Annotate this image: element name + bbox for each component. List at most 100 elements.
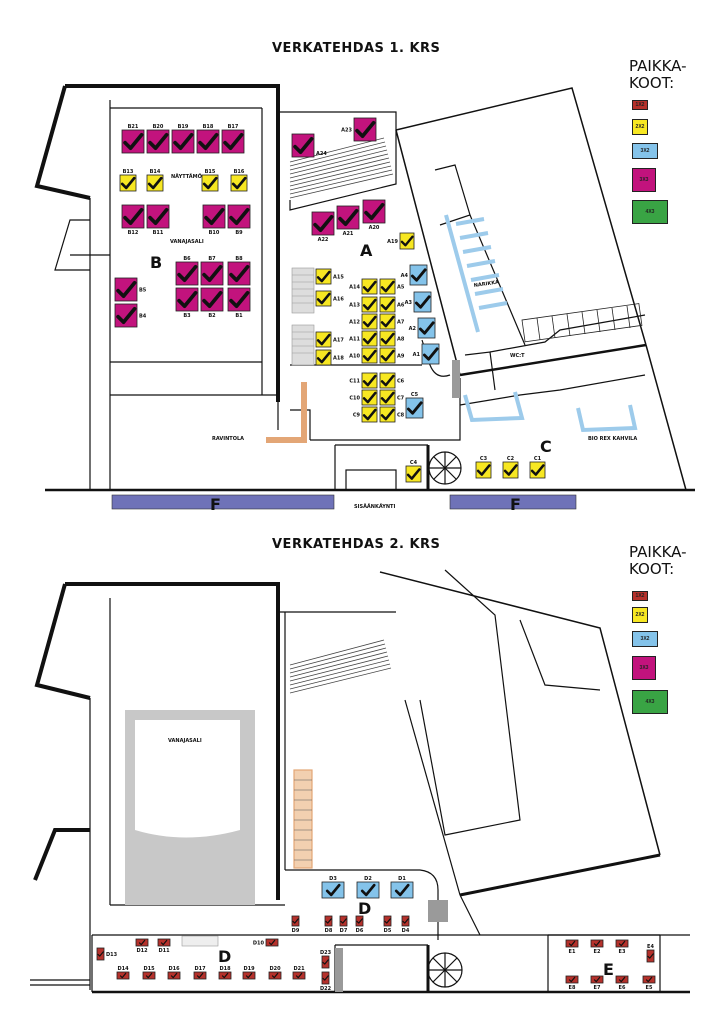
f1-stand-c6[interactable]: C6 xyxy=(379,372,405,389)
f1-stand-b12[interactable]: B12 xyxy=(121,204,145,236)
f1-stand-b11[interactable]: B11 xyxy=(146,204,170,236)
f1-stand-a17[interactable]: A17 xyxy=(315,331,344,348)
f1-stand-a22[interactable]: A22 xyxy=(311,211,335,243)
f2-stand-d9[interactable]: D9 xyxy=(291,915,300,934)
f1-stand-b14[interactable]: B14 xyxy=(146,169,164,192)
f2-stand-d19[interactable]: D19 xyxy=(242,966,256,980)
f1-stand-a15[interactable]: A15 xyxy=(315,268,344,285)
f1-stand-a16[interactable]: A16 xyxy=(315,290,344,307)
f1-stand-a8[interactable]: A8 xyxy=(379,330,405,347)
f1-stand-a6[interactable]: A6 xyxy=(379,296,405,313)
stand-box xyxy=(390,881,414,899)
f1-stand-a21[interactable]: A21 xyxy=(336,205,360,237)
f1-stand-a7[interactable]: A7 xyxy=(379,313,405,330)
f1-stand-c4[interactable]: C4 xyxy=(405,460,422,483)
f2-stand-e8[interactable]: E8 xyxy=(565,975,579,991)
f1-stand-b3[interactable]: B3 xyxy=(175,287,199,319)
f1-stand-b7[interactable]: B7 xyxy=(200,256,224,286)
f1-stand-b1[interactable]: B1 xyxy=(227,287,251,319)
room-vanajasali-2: VANAJASALI xyxy=(168,738,202,744)
f2-stand-d3[interactable]: D3 xyxy=(321,876,345,899)
f2-stand-e5[interactable]: E5 xyxy=(642,975,656,991)
f2-stand-d12[interactable]: D12 xyxy=(135,938,149,954)
f1-stand-a13[interactable]: A13 xyxy=(349,296,378,313)
f2-stand-e4[interactable]: E4 xyxy=(646,944,654,963)
f2-stand-d1[interactable]: D1 xyxy=(390,876,414,899)
f1-stand-b10[interactable]: B10 xyxy=(202,204,226,236)
stand-label: D3 xyxy=(329,876,337,882)
f1-stand-a23[interactable]: A23 xyxy=(341,117,377,142)
f2-stand-d16[interactable]: D16 xyxy=(167,966,181,980)
f2-stand-d7[interactable]: D7 xyxy=(339,915,348,934)
f1-stand-b8[interactable]: B8 xyxy=(227,256,251,286)
f2-stand-e6[interactable]: E6 xyxy=(615,975,629,991)
legend1-4x3: 4X3 xyxy=(632,200,668,224)
f2-stand-d2[interactable]: D2 xyxy=(356,876,380,899)
f1-stand-b4[interactable]: B4 xyxy=(114,303,147,328)
f1-stand-a20[interactable]: A20 xyxy=(362,199,386,231)
f2-stand-d4[interactable]: D4 xyxy=(401,915,410,934)
f1-stand-c11[interactable]: C11 xyxy=(349,372,378,389)
f1-stand-c3[interactable]: C3 xyxy=(475,456,492,479)
f2-stand-d10[interactable]: D10 xyxy=(253,938,279,947)
f1-stand-a14[interactable]: A14 xyxy=(349,278,378,295)
f1-stand-c8[interactable]: C8 xyxy=(379,406,405,423)
f1-stand-a2[interactable]: A2 xyxy=(409,317,436,339)
f2-stand-d17[interactable]: D17 xyxy=(193,966,207,980)
f1-stand-c9[interactable]: C9 xyxy=(353,406,378,423)
gray-wall-2 xyxy=(335,948,343,992)
f1-stand-b21[interactable]: B21 xyxy=(121,124,145,154)
f2-stand-d20[interactable]: D20 xyxy=(268,966,282,980)
f2-stand-e1[interactable]: E1 xyxy=(565,939,579,955)
f2-stand-d13[interactable]: D13 xyxy=(96,947,118,961)
f2-stand-e7[interactable]: E7 xyxy=(590,975,604,991)
f1-stand-a11[interactable]: A11 xyxy=(349,330,378,347)
f1-stand-c1[interactable]: C1 xyxy=(529,456,546,479)
stand-box xyxy=(167,971,181,980)
stand-box xyxy=(321,971,330,985)
f1-stand-c2[interactable]: C2 xyxy=(502,456,519,479)
f1-stand-b6[interactable]: B6 xyxy=(175,256,199,286)
f1-stand-b9[interactable]: B9 xyxy=(227,204,251,236)
stand-label: B1 xyxy=(235,313,243,319)
f2-stand-d8[interactable]: D8 xyxy=(324,915,333,934)
f1-stand-a1[interactable]: A1 xyxy=(413,343,440,365)
f1-stand-a4[interactable]: A4 xyxy=(401,264,428,286)
f1-stand-a3[interactable]: A3 xyxy=(405,291,432,313)
f1-stand-a19[interactable]: A19 xyxy=(387,232,415,250)
f1-stand-c10[interactable]: C10 xyxy=(349,389,378,406)
f2-stand-d6[interactable]: D6 xyxy=(355,915,364,934)
f2-stand-d22[interactable]: D22 xyxy=(320,971,332,992)
f1-stand-b16[interactable]: B16 xyxy=(230,169,248,192)
f1-stand-b5[interactable]: B5 xyxy=(114,277,147,302)
f2-stand-d11[interactable]: D11 xyxy=(157,938,171,954)
stand-label: A15 xyxy=(333,275,344,281)
f1-stand-b15[interactable]: B15 xyxy=(201,169,219,192)
f1-stand-a10[interactable]: A10 xyxy=(349,347,378,364)
f1-stand-a9[interactable]: A9 xyxy=(379,347,405,364)
f2-stand-d15[interactable]: D15 xyxy=(142,966,156,980)
f1-stand-a5[interactable]: A5 xyxy=(379,278,405,295)
f1-stand-c7[interactable]: C7 xyxy=(379,389,405,406)
f1-stand-b2[interactable]: B2 xyxy=(200,287,224,319)
f1-stand-b19[interactable]: B19 xyxy=(171,124,195,154)
strip-f-right xyxy=(449,494,577,510)
f1-stand-b17[interactable]: B17 xyxy=(221,124,245,154)
f2-stand-d5[interactable]: D5 xyxy=(383,915,392,934)
f2-stand-d21[interactable]: D21 xyxy=(292,966,306,980)
f1-stand-b13[interactable]: B13 xyxy=(119,169,137,192)
stand-box xyxy=(218,971,232,980)
f1-stand-a12[interactable]: A12 xyxy=(349,313,378,330)
f2-stand-d18[interactable]: D18 xyxy=(218,966,232,980)
f1-stand-a18[interactable]: A18 xyxy=(315,349,344,366)
f1-stand-c5[interactable]: C5 xyxy=(405,392,424,419)
f1-stand-a24[interactable]: A24 xyxy=(291,133,327,158)
f2-stand-e2[interactable]: E2 xyxy=(590,939,604,955)
f2-stand-d23[interactable]: D23 xyxy=(320,950,332,969)
f2-stand-e3[interactable]: E3 xyxy=(615,939,629,955)
f1-stand-b18[interactable]: B18 xyxy=(196,124,220,154)
stand-label: B13 xyxy=(123,169,134,175)
f1-stand-b20[interactable]: B20 xyxy=(146,124,170,154)
f2-stand-d14[interactable]: D14 xyxy=(116,966,130,980)
